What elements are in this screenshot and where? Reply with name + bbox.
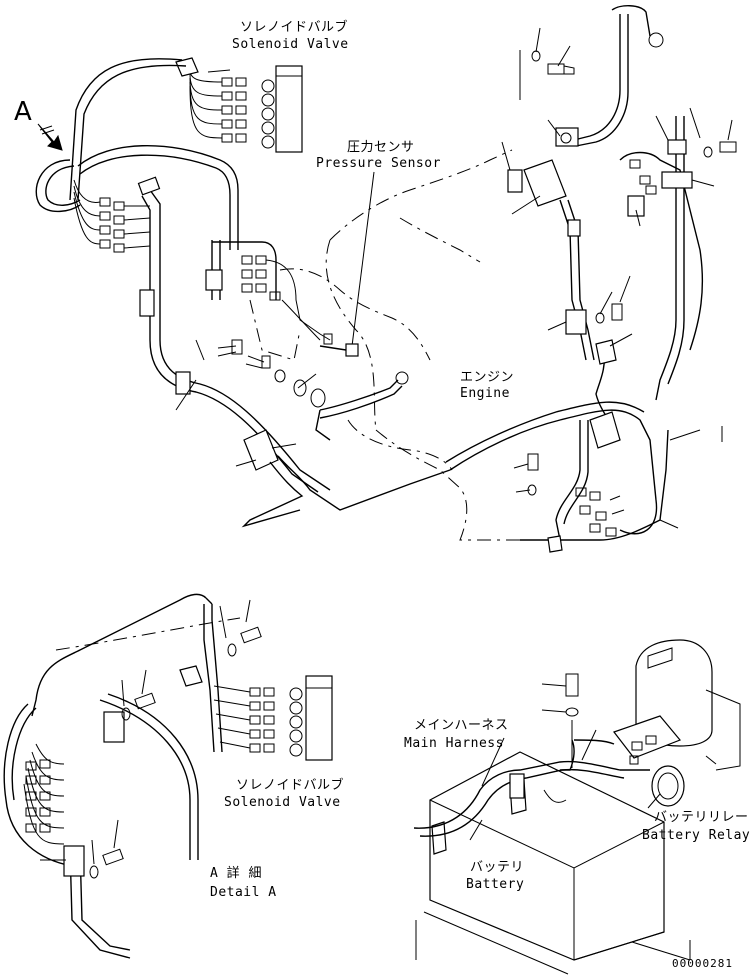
connector-bundle-lower-right bbox=[547, 420, 625, 553]
pressure-sensor-label-en: Pressure Sensor bbox=[316, 156, 441, 171]
upper-right-group bbox=[507, 5, 664, 361]
harness-right bbox=[445, 401, 669, 541]
main-harness-label-jp: メインハーネス bbox=[414, 718, 509, 733]
pressure-sensor-label-jp: 圧力センサ bbox=[347, 140, 415, 155]
battery-label-jp: バッテリ bbox=[470, 860, 525, 875]
solenoid-valve-bottom-label-jp: ソレノイドバルブ bbox=[236, 778, 345, 793]
pressure-sensor bbox=[319, 171, 375, 357]
solenoid-valve-bottom-label-en: Solenoid Valve bbox=[224, 795, 341, 810]
battery-bolt bbox=[469, 673, 661, 841]
bolts-top-left bbox=[217, 339, 326, 408]
hatched-arrow-icon bbox=[37, 123, 63, 151]
solenoid-valve-top-label-jp: ソレノイドバルブ bbox=[240, 20, 349, 35]
detail-a-drawing bbox=[3, 593, 241, 959]
connector-bundle-top bbox=[73, 179, 151, 253]
view-marker-a: A bbox=[14, 97, 32, 127]
battery-cable bbox=[315, 371, 409, 441]
battery-label-en: Battery bbox=[466, 877, 525, 892]
harness-run-upper bbox=[77, 144, 331, 493]
engine-outline bbox=[249, 149, 520, 541]
relay-connector-top bbox=[235, 429, 451, 528]
battery-relay-label-en: Battery Relay bbox=[642, 828, 751, 843]
solenoid-valve-bottom bbox=[213, 675, 333, 761]
drawing-number: 00000281 bbox=[672, 957, 733, 970]
bolts-upper-right bbox=[527, 50, 737, 496]
engine-label-jp: エンジン bbox=[460, 370, 515, 385]
battery-relay bbox=[613, 639, 741, 807]
solenoid-valve-top bbox=[175, 57, 303, 153]
detail-a-label-en: Detail A bbox=[210, 885, 277, 900]
engine-label-en: Engine bbox=[460, 386, 510, 401]
battery-drawing bbox=[415, 751, 691, 975]
main-harness-label-en: Main Harness bbox=[404, 736, 504, 751]
detail-a-connectors bbox=[23, 743, 65, 845]
harness-main-top bbox=[35, 58, 187, 213]
leader-lines-top bbox=[175, 27, 733, 529]
detail-a-bolts bbox=[40, 599, 262, 879]
solenoid-valve-top-label-en: Solenoid Valve bbox=[232, 37, 349, 52]
battery-relay-label-jp: バッテリリレー bbox=[654, 810, 749, 825]
detail-a-label-jp: A 詳 細 bbox=[210, 866, 262, 881]
main-harness-bottom bbox=[413, 739, 650, 837]
connector-bundle-mid bbox=[205, 240, 333, 345]
right-clamp-cluster bbox=[589, 116, 704, 449]
